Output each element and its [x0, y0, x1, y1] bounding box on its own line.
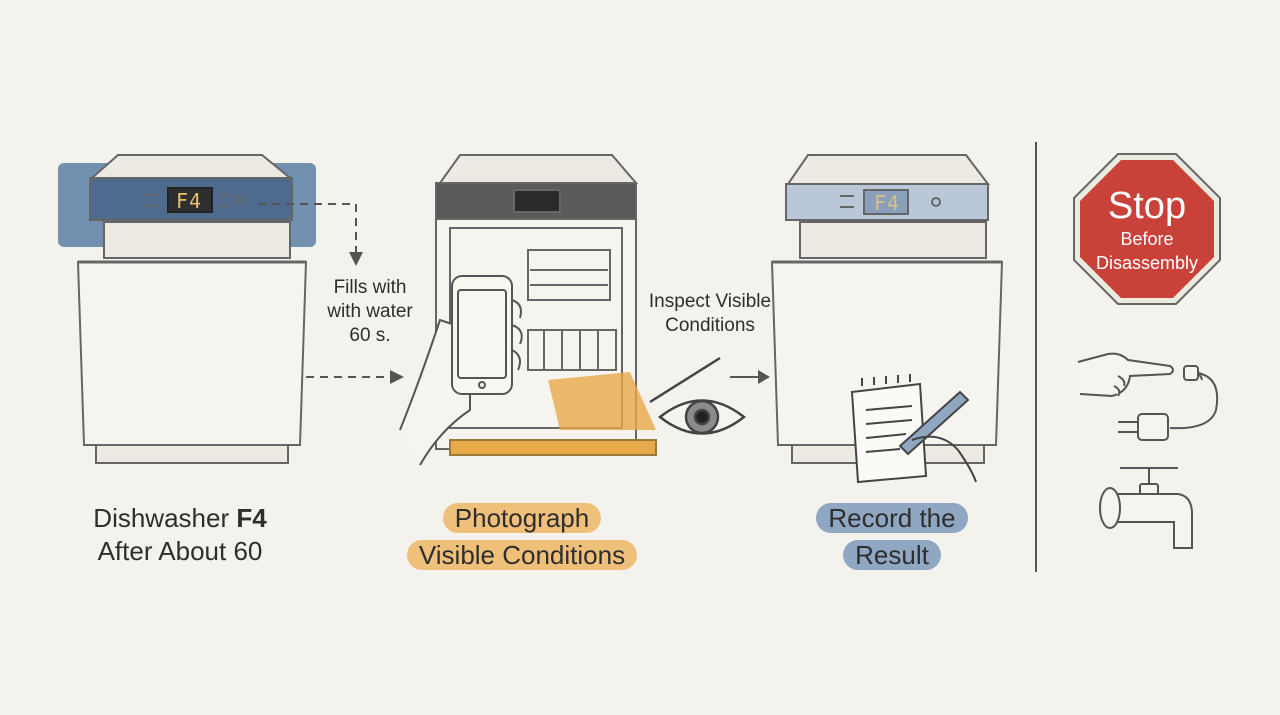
step2-caption-line1: Photograph	[442, 503, 602, 533]
stop-sign-sub2: Disassembly	[1096, 253, 1198, 273]
orange-highlight	[449, 439, 657, 456]
arrow-head	[758, 370, 770, 384]
step1-caption-code: F4	[236, 503, 267, 533]
stop-sign-sub1: Before	[1120, 229, 1173, 249]
inspect-note: Inspect Visible Conditions	[636, 290, 784, 338]
fill-note-line1: Fills with	[333, 277, 407, 298]
step2-caption-line2: Visible Conditions	[406, 539, 638, 570]
water-tap-icon	[1099, 467, 1193, 549]
display-panel	[167, 187, 213, 213]
step3-caption-line2: Result	[843, 539, 941, 570]
power-plug-icon	[1118, 365, 1219, 441]
eye-icon	[649, 356, 747, 435]
notepad-icon	[850, 374, 928, 484]
arrow-head	[349, 252, 363, 266]
step1-caption-prefix: Dishwasher	[93, 503, 230, 533]
display-code: F4	[176, 189, 202, 213]
step3-caption-line1: Record the	[816, 503, 968, 533]
smartphone-icon	[399, 275, 523, 466]
arrow-head	[390, 370, 404, 384]
inspect-note-line1: Inspect Visible	[648, 291, 772, 312]
fill-note-line3: 60 s.	[349, 324, 391, 346]
stop-sign-icon	[1073, 153, 1221, 305]
step3-caption: Record the Result	[782, 502, 1002, 571]
step1-caption: Dishwasher F4 After About 60	[60, 502, 300, 567]
display-code: F4	[874, 191, 900, 215]
fill-note: Fills with with water 60 s.	[312, 276, 428, 347]
pointing-hand-icon	[1077, 352, 1174, 398]
dishwasher-icon	[58, 154, 316, 464]
flow-arrow	[258, 203, 392, 378]
orange-highlight	[548, 372, 656, 430]
step1-caption-line2: After About 60	[97, 535, 263, 566]
pen-icon	[898, 390, 977, 483]
inspect-note-line2: Conditions	[665, 314, 755, 336]
stop-sign-title: Stop	[1108, 185, 1186, 227]
step2-caption: Photograph Visible Conditions	[380, 502, 664, 571]
fill-note-line2: with water	[327, 300, 413, 322]
dishwasher-icon	[770, 154, 1004, 464]
